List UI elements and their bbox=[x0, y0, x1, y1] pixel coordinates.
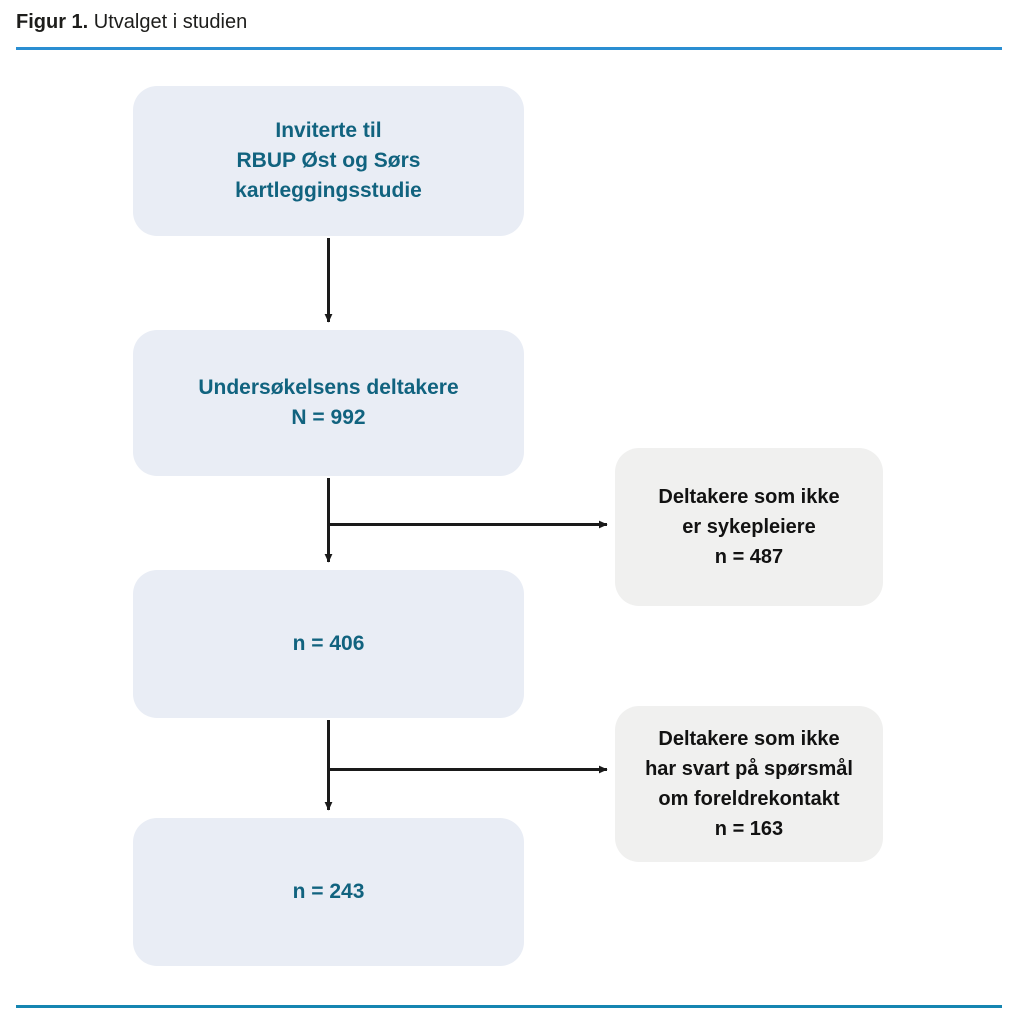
figure-label: Figur 1. bbox=[16, 11, 89, 33]
flow-node-invited-label: Inviterte til RBUP Øst og Sørs kartleggi… bbox=[235, 119, 422, 202]
flow-node-participants: Undersøkelsens deltakere N = 992 bbox=[133, 330, 524, 476]
flow-node-excluded-no-parent-answer: Deltakere som ikke har svart på spørsmål… bbox=[615, 706, 883, 862]
flow-node-excluded-not-nurses: Deltakere som ikke er sykepleiere n = 48… bbox=[615, 448, 883, 606]
flow-node-excluded-no-parent-answer-label: Deltakere som ikke har svart på spørsmål… bbox=[645, 728, 853, 840]
flow-node-excluded-not-nurses-label: Deltakere som ikke er sykepleiere n = 48… bbox=[658, 486, 840, 568]
footer-divider bbox=[16, 1005, 1002, 1008]
header-divider bbox=[16, 47, 1002, 50]
flow-node-invited: Inviterte til RBUP Øst og Sørs kartleggi… bbox=[133, 86, 524, 236]
figure-title: Utvalget i studien bbox=[93, 11, 248, 33]
flow-node-participants-label: Undersøkelsens deltakere N = 992 bbox=[198, 376, 459, 429]
flow-node-final-sample-label: n = 243 bbox=[292, 880, 365, 903]
flow-node-nurses-label: n = 406 bbox=[292, 632, 365, 655]
figure-caption: Figur 1. Utvalget i studien bbox=[16, 8, 247, 36]
flow-node-final-sample: n = 243 bbox=[133, 818, 524, 966]
flow-node-nurses: n = 406 bbox=[133, 570, 524, 718]
